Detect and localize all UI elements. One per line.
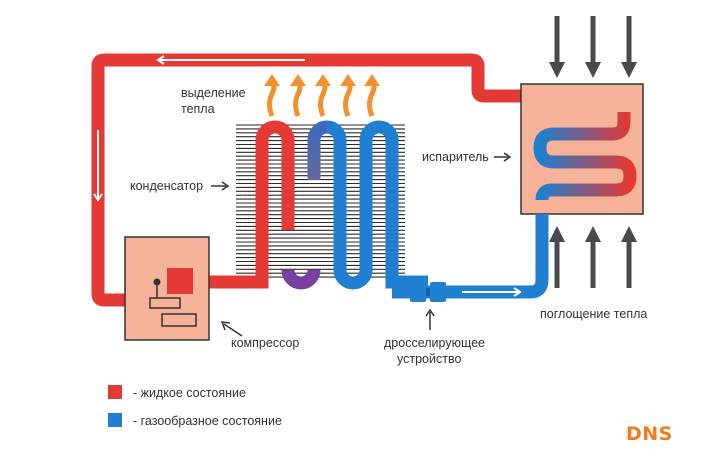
legend: - жидкое состояние - газообразное состоя… xyxy=(108,385,282,428)
heat-arrow-icon xyxy=(290,74,306,117)
absorption-arrow-down-icon xyxy=(621,16,637,78)
condenser-coil xyxy=(202,120,428,290)
heat-arrow-icon xyxy=(315,74,331,117)
flow-arrow-icon xyxy=(156,55,165,65)
absorption-arrow-down-icon xyxy=(549,16,565,78)
heat-release-label-line2: тепла xyxy=(181,102,215,116)
compressor-unit xyxy=(124,236,210,341)
legend-liquid-label: - жидкое состояние xyxy=(133,386,246,400)
absorption-arrow-up-icon xyxy=(621,226,637,288)
heat-release-label-line1: выделение xyxy=(181,86,246,100)
heat-absorption-label: поглощение тепла xyxy=(540,307,647,321)
evaporator-coil xyxy=(533,112,637,201)
throttle-device xyxy=(392,200,549,302)
absorption-arrow-up-icon xyxy=(549,226,565,288)
legend-liquid-swatch xyxy=(108,385,122,399)
label-pointers xyxy=(211,152,512,337)
throttle-label-line2: устройство xyxy=(397,352,461,366)
dns-logo: DNS xyxy=(626,423,673,445)
evaporator-label: испаритель xyxy=(422,150,489,164)
heat-absorption-arrows xyxy=(549,16,637,288)
absorption-arrow-up-icon xyxy=(585,226,601,288)
heat-arrow-icon xyxy=(340,74,356,117)
absorption-arrow-down-icon xyxy=(585,16,601,78)
heat-arrow-icon xyxy=(264,74,280,117)
legend-gas-label: - газообразное состояние xyxy=(133,414,282,428)
heat-arrow-icon xyxy=(364,74,380,117)
flow-arrow-icon xyxy=(93,193,103,202)
legend-gas-swatch xyxy=(108,413,122,427)
compressor-label: компрессор xyxy=(231,336,299,350)
throttle-label-line1: дросселирующее xyxy=(384,336,485,350)
flow-arrow-icon xyxy=(513,287,522,297)
heat-release-arrows xyxy=(264,74,380,117)
condenser-label: конденсатор xyxy=(130,179,203,193)
liquid-return-pipe xyxy=(91,53,631,307)
